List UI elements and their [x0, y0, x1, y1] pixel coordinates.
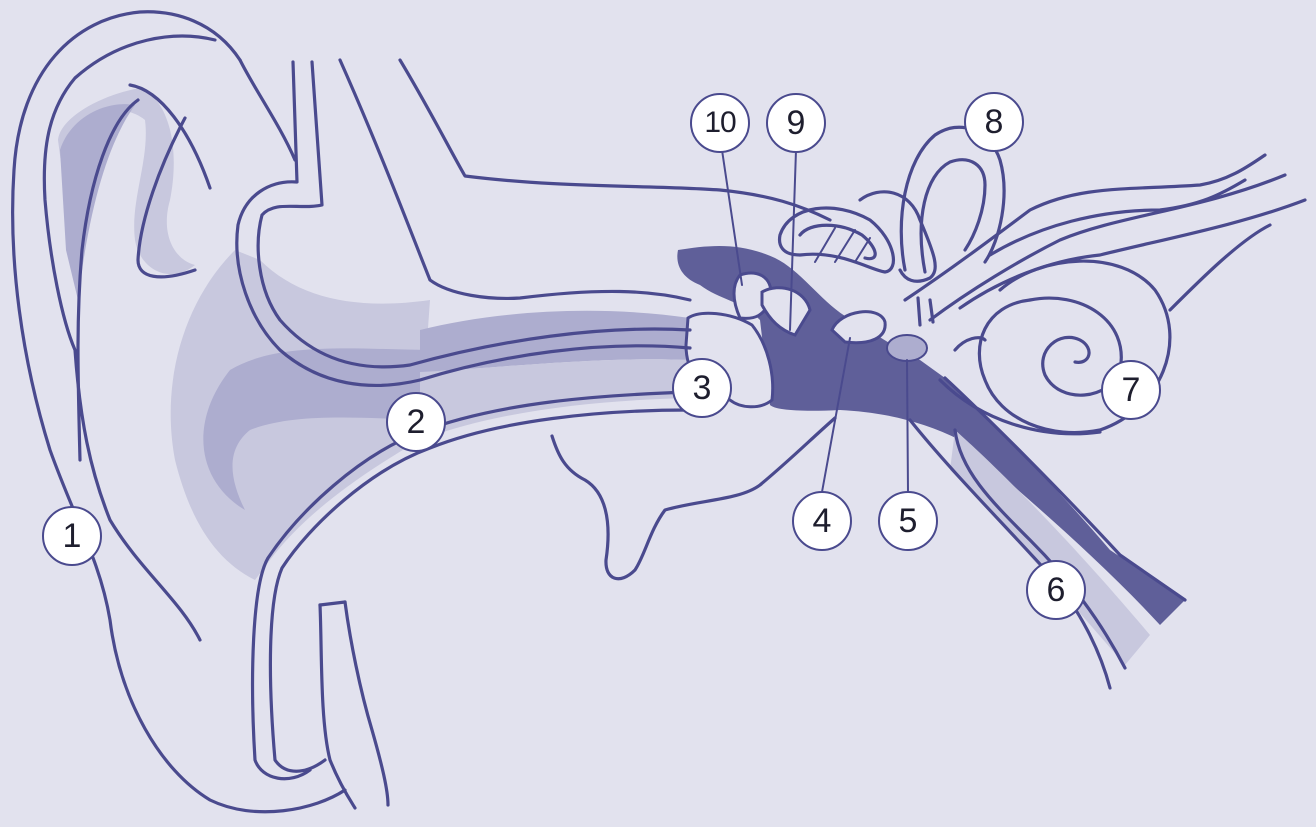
label-7: 7 — [1101, 360, 1161, 420]
label-8: 8 — [964, 92, 1024, 152]
label-9: 9 — [766, 93, 826, 153]
lobule-fold-outer-outline — [345, 602, 388, 805]
helix-inner-shading — [60, 104, 135, 300]
label-4: 4 — [792, 491, 852, 551]
label-1: 1 — [42, 506, 102, 566]
semicircular-canal-2-inner — [921, 160, 985, 272]
gland-outline — [552, 418, 835, 579]
label-3: 3 — [672, 358, 732, 418]
vestibular-nerve-low — [960, 200, 1305, 308]
ear-canal-lower-fill — [420, 359, 690, 440]
label-2: 2 — [386, 392, 446, 452]
skin-upper-outline — [400, 60, 830, 220]
eustachian-tube-shading — [950, 430, 1150, 665]
label-6: 6 — [1026, 560, 1086, 620]
tragus-outline — [240, 60, 295, 160]
label-10: 10 — [690, 93, 750, 153]
leader-line-5 — [907, 360, 908, 492]
oval-window — [887, 335, 927, 361]
label-5: 5 — [878, 491, 938, 551]
lobule-inner-outline — [320, 602, 345, 605]
semicircular-canal-1 — [780, 208, 894, 272]
vestibular-nerve-upper2 — [990, 180, 1245, 255]
